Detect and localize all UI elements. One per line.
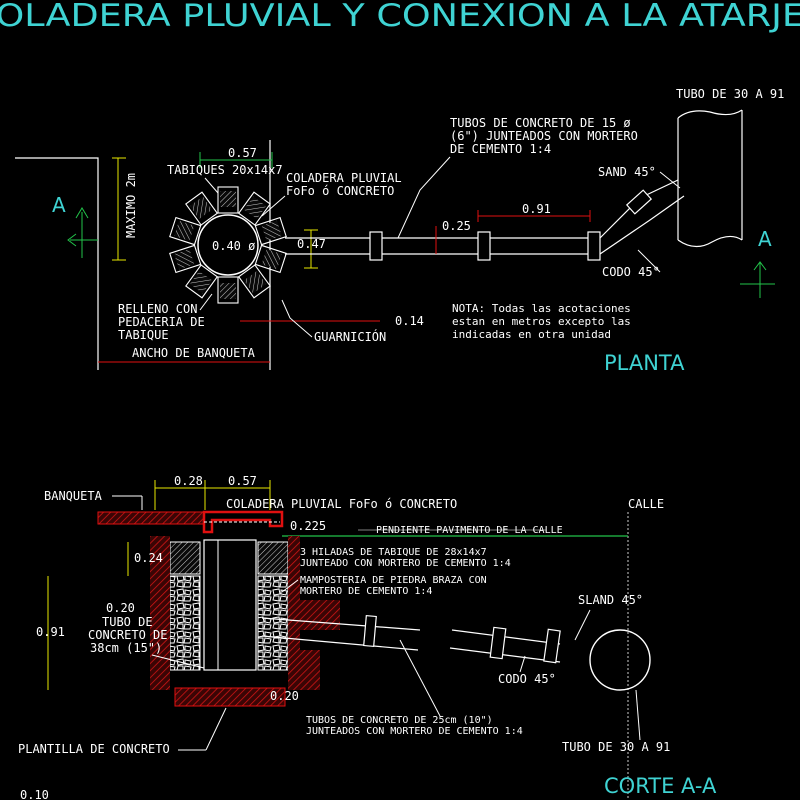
- masonry-left: [169, 575, 201, 671]
- plan-pipe: [285, 179, 685, 261]
- dim-010: 0.10: [20, 788, 49, 800]
- dim-maximo: MAXIMO 2m: [124, 173, 138, 238]
- masonry-right: [257, 575, 289, 671]
- tubo-label-2: CONCRETO DE: [88, 628, 167, 642]
- banqueta-label: BANQUETA: [44, 489, 103, 503]
- vertical-pipe: [203, 539, 257, 671]
- coladera-section-label: COLADERA PLUVIAL FoFo ó CONCRETO: [226, 497, 457, 511]
- dim-014: 0.14: [395, 314, 424, 328]
- section-pipe: [261, 614, 561, 664]
- dim-0225: 0.225: [290, 519, 326, 533]
- ancho-label: ANCHO DE BANQUETA: [132, 346, 256, 360]
- tubos25-label-2: JUNTEADOS CON MORTERO DE CEMENTO 1:4: [306, 726, 523, 737]
- tabiques-label: TABIQUES 20x14x7: [167, 163, 283, 177]
- tubos-label-1: TUBOS DE CONCRETO DE 15 ø: [450, 116, 631, 130]
- tubo-30-section-label: TUBO DE 30 A 91: [562, 740, 670, 754]
- relleno-label-2: PEDACERIA DE: [118, 315, 205, 329]
- soil-right: [288, 536, 340, 690]
- coladera-label-2: FoFo ó CONCRETO: [286, 184, 394, 198]
- tubo-label-1: TUBO DE: [102, 615, 153, 629]
- grate-frame: [202, 510, 284, 534]
- nota-line-3: indicadas en otra unidad: [452, 328, 611, 341]
- codo-label: CODO 45°: [602, 265, 660, 279]
- dim-020b: 0.20: [270, 689, 299, 703]
- brick-courses-left: [169, 541, 201, 575]
- dim-057: 0.57: [228, 146, 257, 160]
- sidewalk-slab: [97, 511, 205, 525]
- sidewalk-outline: [15, 157, 99, 370]
- plantilla-label: PLANTILLA DE CONCRETO: [18, 742, 170, 756]
- mamposteria-label-1: MAMPOSTERIA DE PIEDRA BRAZA CON: [300, 575, 487, 586]
- dim-020a: 0.20: [106, 601, 135, 615]
- pendiente-label: PENDIENTE PAVIMENTO DE LA CALLE: [376, 525, 563, 536]
- dim-025: 0.25: [442, 219, 471, 233]
- coladera-label-1: COLADERA PLUVIAL: [286, 171, 402, 185]
- tubos-label-2: (6") JUNTEADOS CON MORTERO: [450, 129, 638, 143]
- tubos-label-3: DE CEMENTO 1:4: [450, 142, 551, 156]
- guarnicion-label: GUARNICIÓN: [314, 329, 386, 344]
- dim-091b: 0.91: [36, 625, 65, 639]
- calle-label: CALLE: [628, 497, 664, 511]
- tubo-30-label: TUBO DE 30 A 91: [676, 87, 784, 101]
- relleno-label-3: TABIQUE: [118, 328, 169, 342]
- section-mark-left: A: [52, 193, 66, 217]
- sland-label: SLAND 45°: [578, 593, 643, 607]
- hiladas-label-1: 3 HILADAS DE TABIQUE DE 28x14x7: [300, 547, 487, 558]
- dim-024: 0.24: [134, 551, 163, 565]
- drawing-title: COLADERA PLUVIAL Y CONEXION A LA ATARJEA: [0, 0, 800, 34]
- plan-view: MAXIMO 2m 0.57 A 0.: [15, 87, 784, 375]
- main-pipe-section: [589, 629, 651, 691]
- concrete-base: [174, 687, 286, 707]
- relleno-label-1: RELLENO CON: [118, 302, 197, 316]
- dim-028: 0.28: [174, 474, 203, 488]
- tubo-label-3: 38cm (15"): [90, 641, 162, 655]
- plan-title: PLANTA: [604, 351, 685, 375]
- nota-line-2: estan en metros excepto las: [452, 315, 631, 328]
- section-mark-right: A: [758, 227, 772, 251]
- brick-courses-right: [257, 541, 289, 575]
- codo-section-label: CODO 45°: [498, 672, 556, 686]
- section-title: CORTE A-A: [604, 774, 717, 798]
- grate-plan: [169, 186, 287, 304]
- nota-line-1: NOTA: Todas las acotaciones: [452, 302, 631, 315]
- sand-label: SAND 45°: [598, 165, 656, 179]
- dim-091: 0.91: [522, 202, 551, 216]
- dim-057b: 0.57: [228, 474, 257, 488]
- section-view: 0.28 0.57 BANQUETA COLADERA PLUVIAL FoFo…: [18, 474, 717, 800]
- hiladas-label-2: JUNTEADO CON MORTERO DE CEMENTO 1:4: [300, 558, 511, 569]
- soil-left: [150, 536, 170, 690]
- tubos25-label-1: TUBOS DE CONCRETO DE 25cm (10"): [306, 715, 493, 726]
- mamposteria-label-2: MORTERO DE CEMENTO 1:4: [300, 586, 432, 597]
- grate-diameter: 0.40 ø: [212, 239, 255, 253]
- plan-vertical-pipe: [677, 109, 743, 248]
- dim-047: 0.47: [297, 237, 326, 251]
